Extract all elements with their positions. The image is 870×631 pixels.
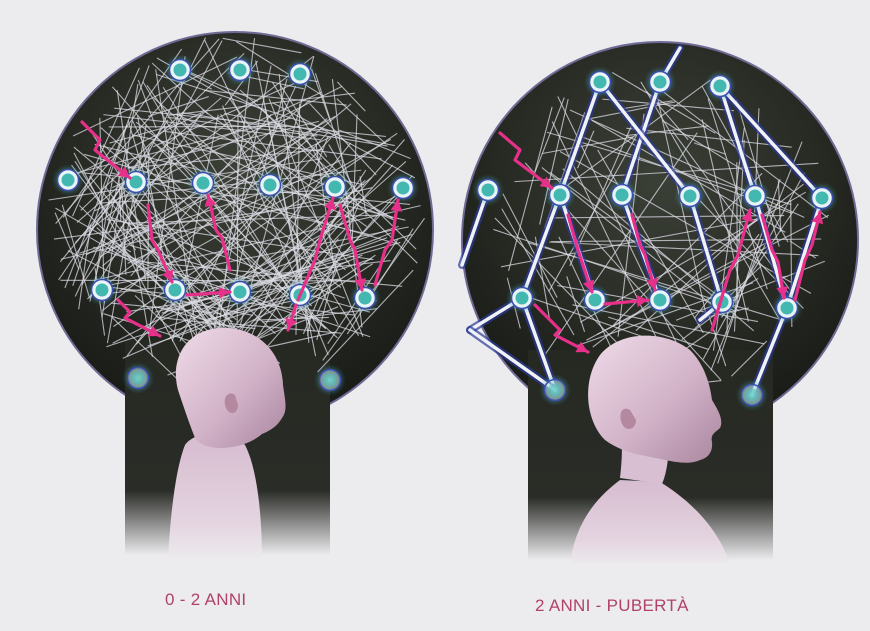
neuron — [132, 372, 145, 385]
caption-age-0-2: 0 - 2 ANNI — [165, 590, 246, 610]
neuron — [589, 294, 602, 307]
caption-age-2-puberty: 2 ANNI - PUBERTÀ — [535, 596, 689, 616]
neuron — [714, 80, 727, 93]
neuron — [549, 384, 562, 397]
neuron — [397, 182, 410, 195]
neuron — [781, 302, 794, 315]
neuron — [324, 374, 337, 387]
neuron — [264, 179, 277, 192]
neuron — [516, 292, 529, 305]
neuron — [554, 189, 567, 202]
neuron — [329, 181, 342, 194]
neuron — [749, 190, 762, 203]
neuron — [62, 174, 75, 187]
neuron — [96, 284, 109, 297]
neuron — [234, 64, 247, 77]
neuron — [654, 294, 667, 307]
neuron — [294, 68, 307, 81]
neuron — [616, 189, 629, 202]
neuron — [234, 286, 247, 299]
neuron — [169, 284, 182, 297]
neuron — [654, 76, 667, 89]
neuron — [174, 64, 187, 77]
neuron — [482, 184, 495, 197]
mesh-connection — [109, 126, 287, 127]
neuron — [197, 177, 210, 190]
neuron — [359, 292, 372, 305]
neuron — [746, 389, 759, 402]
neuron — [816, 192, 829, 205]
neuron — [594, 76, 607, 89]
neuron — [684, 190, 697, 203]
